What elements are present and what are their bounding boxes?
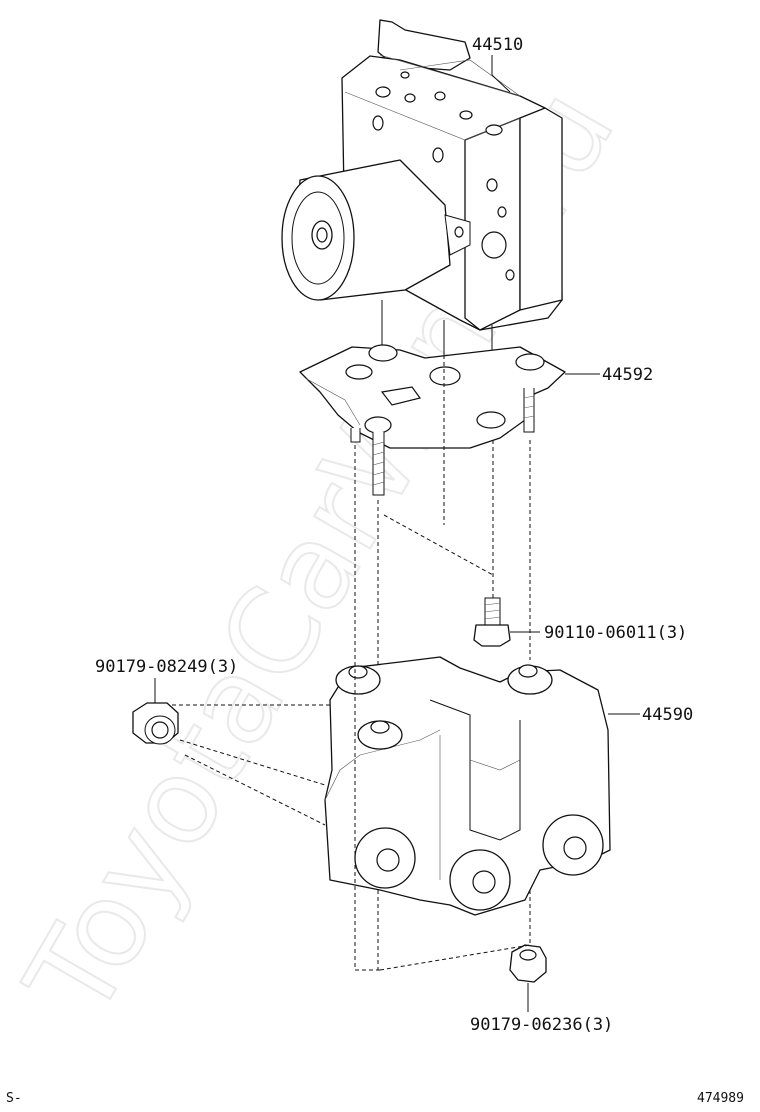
corner-label-right: 474989	[697, 1091, 744, 1106]
nut-left[interactable]	[132, 702, 179, 745]
corner-label-left: S-	[6, 1091, 22, 1106]
callout-label-bolt: 90110-06011(3)	[544, 623, 687, 643]
bolt[interactable]	[473, 597, 511, 647]
callout-label-44510: 44510	[472, 35, 523, 55]
leader-lines	[154, 55, 640, 1012]
abs-actuator[interactable]	[281, 19, 563, 400]
callout-label-nut-bottom: 90179-06236(3)	[470, 1015, 613, 1035]
assembly-lines	[172, 355, 531, 971]
bracket-plate[interactable]	[299, 344, 566, 496]
bracket-lower[interactable]	[324, 656, 611, 916]
callout-label-44592: 44592	[602, 365, 653, 385]
nut-bottom[interactable]	[509, 944, 547, 983]
callout-label-44590: 44590	[642, 705, 693, 725]
callout-label-nut-left: 90179-08249(3)	[95, 657, 238, 677]
